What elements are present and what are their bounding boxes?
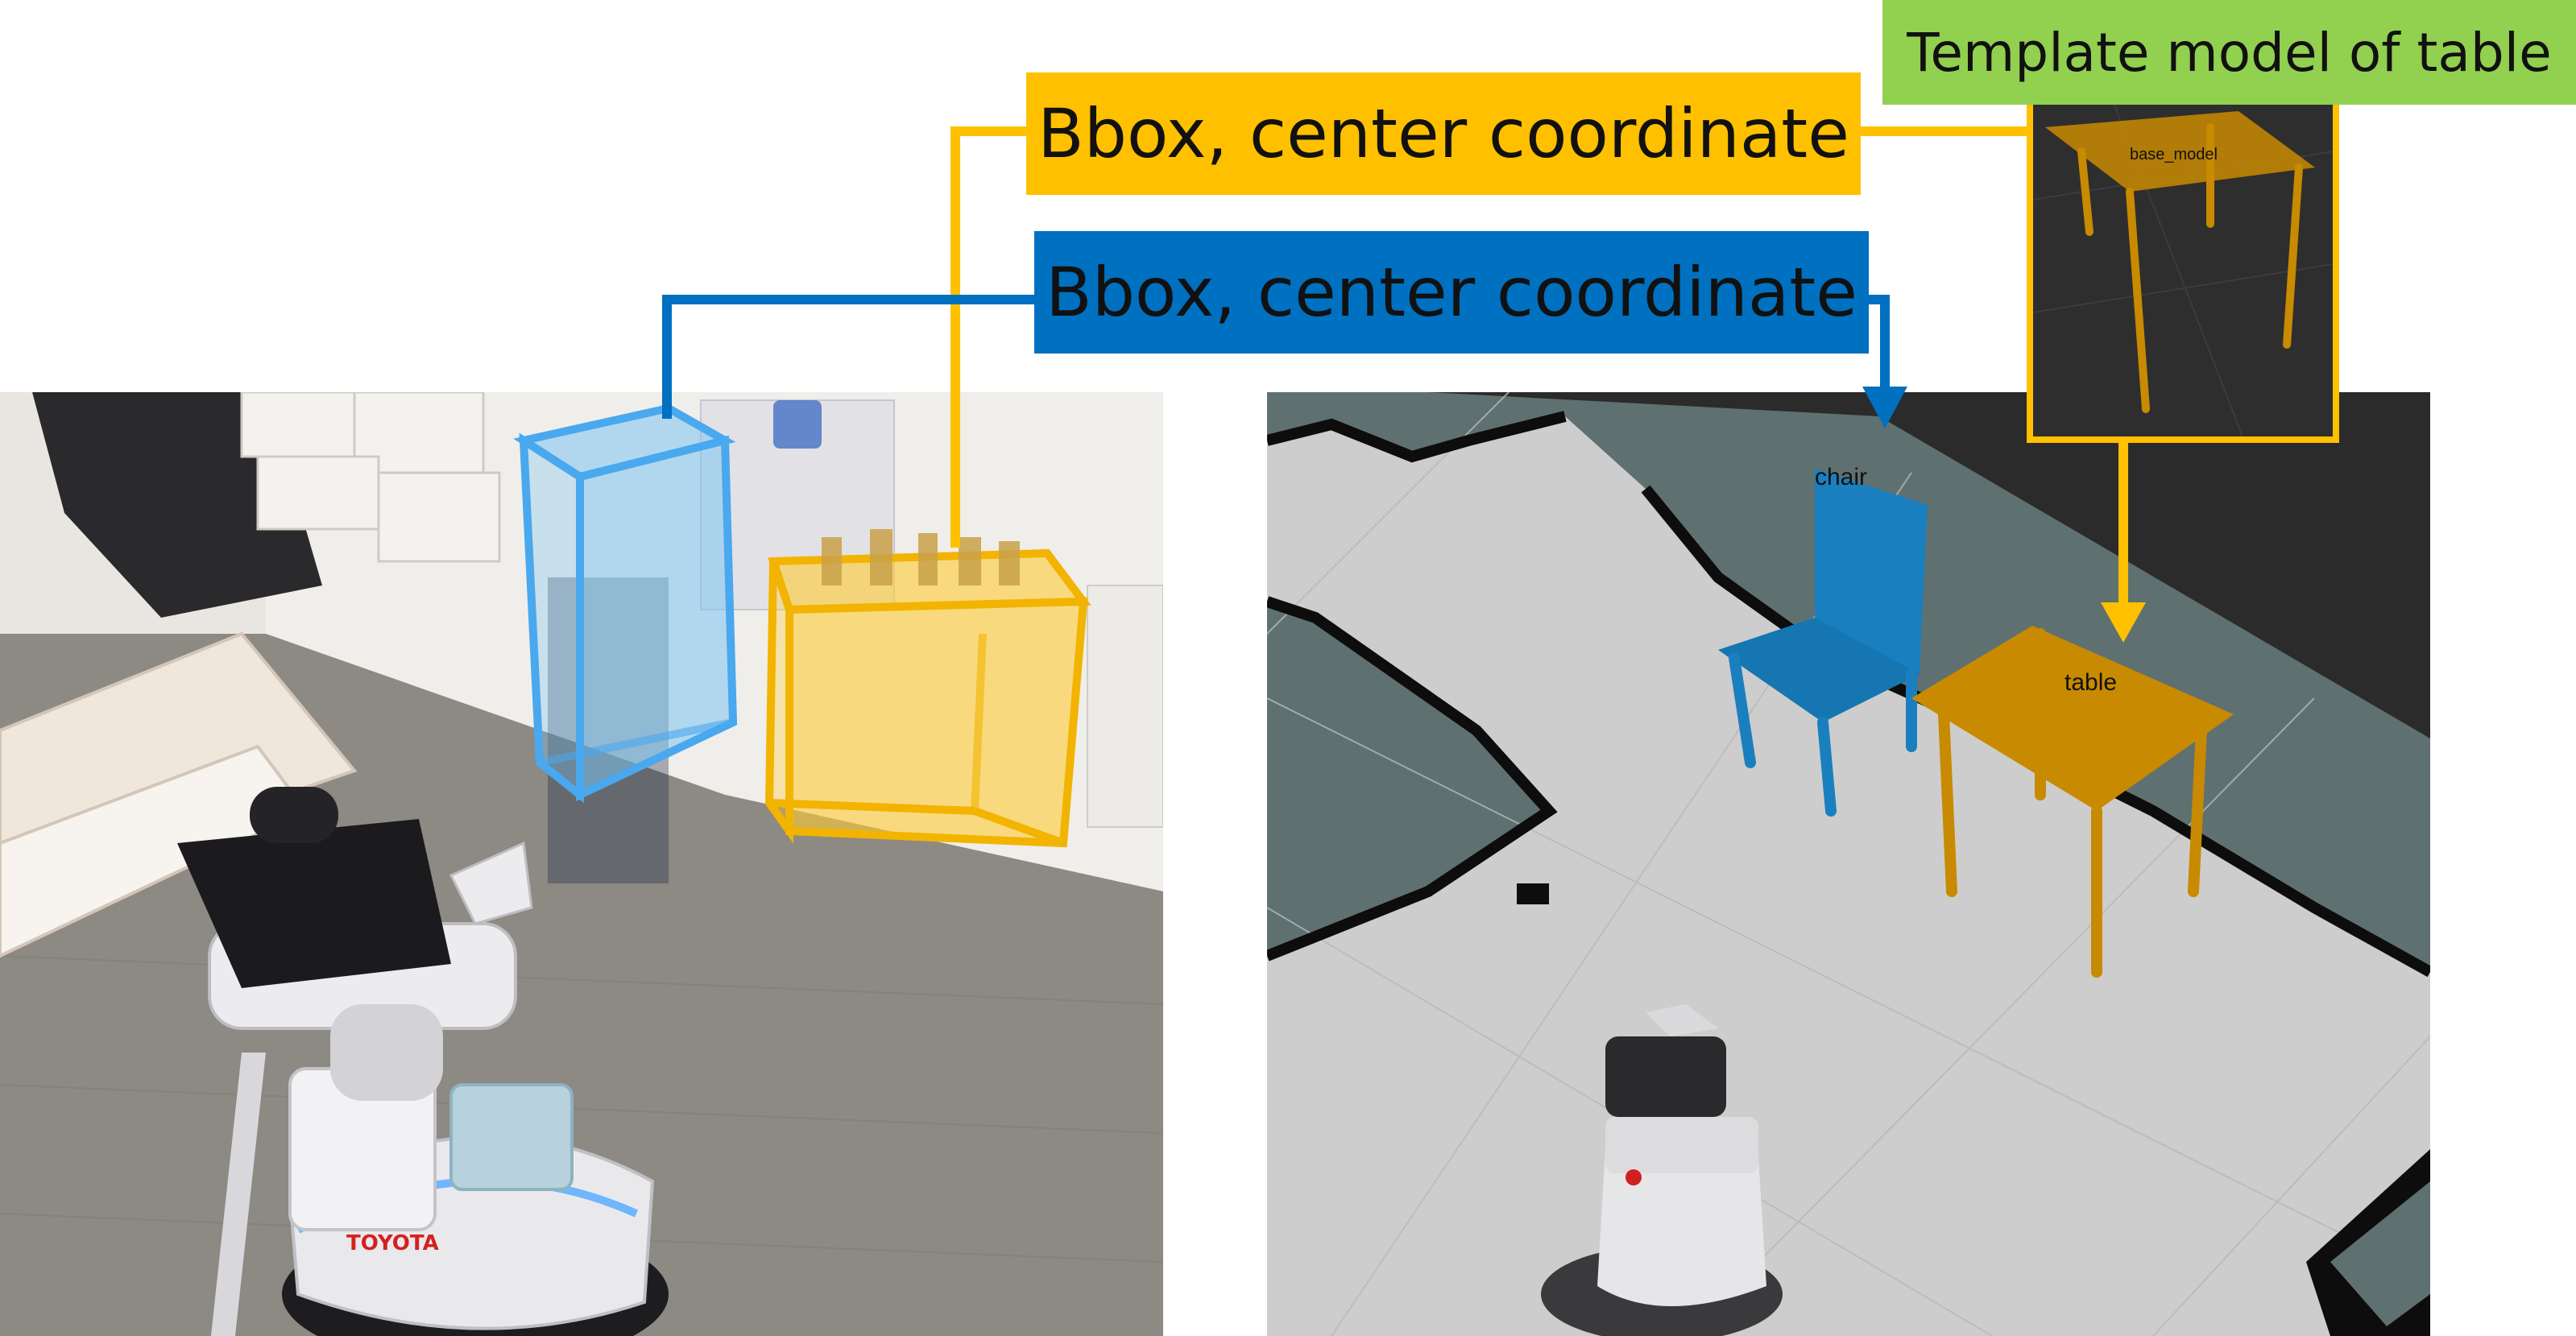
template-label-text: Template model of table — [1907, 21, 2552, 84]
yellow-connector — [950, 126, 1031, 548]
yellow-bbox-label: Bbox, center coordinate — [1026, 72, 1861, 195]
robot-model — [1541, 1004, 1783, 1336]
robot-real: TOYOTA — [177, 787, 669, 1336]
blue-bbox-label-text: Bbox, center coordinate — [1046, 253, 1857, 332]
table-label: table — [2065, 669, 2117, 696]
blue-arrow-line — [1869, 295, 1890, 393]
yellow-bbox-label-text: Bbox, center coordinate — [1037, 94, 1849, 173]
table-bbox-3d — [764, 548, 1091, 848]
blue-connector — [662, 295, 1039, 419]
yellow-arrow-head — [2101, 602, 2146, 643]
template-label: Template model of table — [1882, 0, 2576, 105]
template-viewer-caption: base_model — [2130, 146, 2218, 163]
chair-bbox-3d — [513, 403, 738, 804]
blue-arrow-head — [1862, 387, 1907, 428]
map-drawing: chair table — [1267, 392, 2430, 1336]
chair-model — [1718, 469, 1928, 817]
blue-bbox-label: Bbox, center coordinate — [1034, 231, 1869, 354]
real-scene-drawing: TOYOTA — [0, 392, 1163, 1336]
simulation-map-view: chair table — [1267, 392, 2430, 1336]
template-table-drawing: base_model — [2033, 103, 2333, 436]
robot-brand-text: TOYOTA — [346, 1231, 439, 1255]
real-scene-photo: TOYOTA — [0, 392, 1163, 1336]
chair-label: chair — [1815, 464, 1867, 490]
table-model — [1911, 626, 2234, 978]
template-model-viewer: base_model — [2027, 97, 2339, 443]
